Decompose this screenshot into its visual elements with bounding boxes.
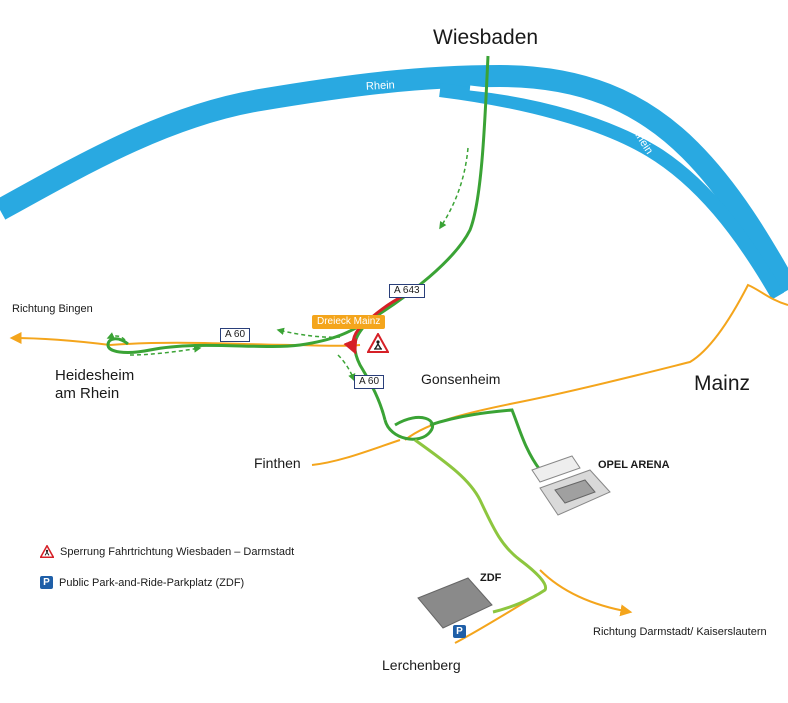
wiesbaden-label: Wiesbaden: [433, 26, 539, 49]
closure-segment: [343, 293, 406, 355]
local-roads: [414, 438, 548, 614]
gonsenheim-label: Gonsenheim: [421, 371, 501, 387]
parking-icon: P: [40, 576, 53, 589]
rhine-river: [0, 64, 788, 300]
rhine-label-upper: Rhein: [365, 79, 396, 93]
heidesheim-label-line1: Heidesheim: [55, 367, 135, 384]
zdf-building: [417, 577, 493, 629]
direction-bingen-label: Richtung Bingen: [12, 303, 93, 315]
finthen-label: Finthen: [254, 455, 301, 471]
construction-warning-icon: [40, 545, 54, 558]
opel-arena-label: OPEL ARENA: [598, 459, 670, 471]
legend-parking-row: P Public Park-and-Ride-Parkplatz (ZDF): [40, 576, 244, 589]
lerchenberg-label: Lerchenberg: [382, 657, 461, 673]
a60-south-badge: A 60: [354, 375, 385, 389]
zdf-label: ZDF: [480, 572, 502, 584]
a60-west-badge: A 60: [220, 328, 251, 342]
a643-badge: A 643: [389, 284, 425, 298]
parking-icon: P: [453, 625, 466, 638]
heidesheim-label-line2: am Rhein: [55, 385, 120, 402]
legend-closure-row: Sperrung Fahrtrichtung Wiesbaden – Darms…: [40, 545, 294, 558]
legend-parking-text: Public Park-and-Ride-Parkplatz (ZDF): [59, 576, 245, 589]
mainz-label: Mainz: [694, 372, 751, 395]
opel-arena-stadium: [531, 455, 611, 516]
detour-arrows: [106, 147, 469, 382]
construction-warning-icon: [367, 333, 389, 353]
legend-closure-text: Sperrung Fahrtrichtung Wiesbaden – Darms…: [60, 545, 295, 558]
dreieck-mainz-label: Dreieck Mainz: [312, 315, 386, 329]
direction-darmstadt-label: Richtung Darmstadt/ Kaiserslautern: [593, 626, 767, 638]
secondary-roads: [9, 283, 788, 644]
